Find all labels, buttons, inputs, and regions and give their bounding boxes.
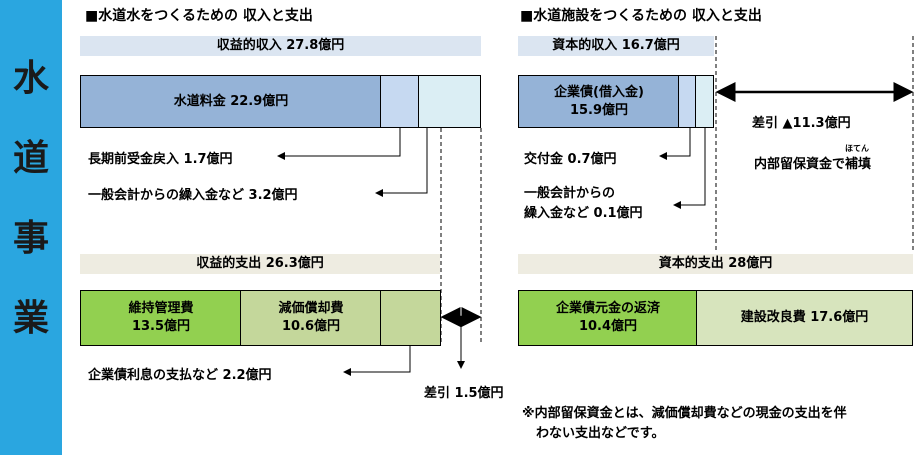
right-diff-line1: 差引 ▲11.3億円: [752, 116, 851, 131]
left-expense-box1-line1: 維持管理費: [128, 301, 194, 316]
left-expense-box2-line2: 10.6億円: [281, 319, 341, 334]
left-expense-box-3: [380, 290, 441, 346]
side-char-2: 道: [12, 137, 49, 179]
left-income-box-3: [418, 75, 481, 128]
left-diff: 差引 1.5億円: [424, 386, 504, 401]
left-income-main-label: 水道料金 22.9億円: [173, 93, 289, 109]
right-expense-box-1: 企業債元金の返済 10.4億円: [518, 290, 698, 346]
left-income-main-box: 水道料金 22.9億円: [80, 75, 382, 128]
left-expense-note1: 企業債利息の支払など 2.2億円: [88, 368, 272, 383]
right-income-main-line2: 15.9億円: [569, 102, 629, 118]
right-diff-line2: 内部留保資金で補填: [754, 157, 872, 172]
right-income-box-3: [695, 75, 714, 128]
right-title: ■水道施設をつくるための 収入と支出: [520, 8, 762, 24]
right-income-note2-line1: 一般会計からの: [524, 186, 616, 201]
side-char-4: 業: [12, 297, 49, 339]
right-expense-box1-line2: 10.4億円: [578, 319, 638, 334]
left-income-note2: 一般会計からの繰入金など 3.2億円: [88, 188, 298, 203]
left-expense-band: 収益的支出 26.3億円: [80, 254, 440, 274]
side-char-1: 水: [12, 57, 49, 99]
right-expense-box-2: 建設改良費 17.6億円: [696, 290, 913, 346]
right-footnote-line1: ※内部留保資金とは、減価償却費などの現金の支出を伴: [522, 406, 847, 421]
left-income-note1: 長期前受金戻入 1.7億円: [88, 152, 233, 167]
right-income-note2: 一般会計からの 繰入金など 0.1億円: [524, 184, 643, 224]
side-char-3: 事: [12, 217, 49, 259]
connector-left-note1: [277, 128, 401, 160]
left-expense-box2-line1: 減価償却費: [278, 301, 344, 316]
right-footnote: ※内部留保資金とは、減価償却費などの現金の支出を伴 わない支出などです。: [522, 404, 847, 444]
left-expense-box1-line2: 13.5億円: [131, 319, 191, 334]
right-income-note1: 交付金 0.7億円: [524, 152, 617, 167]
right-income-main-box: 企業債(借入金) 15.9億円: [518, 75, 680, 128]
left-title: ■水道水をつくるための 収入と支出: [85, 8, 313, 24]
left-income-box-2: [380, 75, 420, 128]
right-diff-ruby: ほてん: [845, 144, 869, 153]
right-income-band: 資本的収入 16.7億円: [518, 36, 714, 56]
right-expense-box1-line1: 企業債元金の返済: [555, 301, 660, 316]
right-footnote-line2: わない支出などです。: [536, 426, 665, 441]
right-expense-band: 資本的支出 28億円: [518, 254, 913, 274]
right-income-note2-line2: 繰入金など 0.1億円: [524, 206, 643, 221]
right-income-main-line1: 企業債(借入金): [554, 84, 644, 100]
left-expense-box-1: 維持管理費 13.5億円: [80, 290, 242, 346]
connector-left-note2: [375, 128, 428, 197]
left-income-band: 収益的収入 27.8億円: [80, 36, 481, 56]
right-expense-box2-label: 建設改良費 17.6億円: [740, 310, 869, 325]
left-expense-box-2: 減価償却費 10.6億円: [240, 290, 382, 346]
side-banner: 水 道 事 業: [0, 0, 62, 455]
